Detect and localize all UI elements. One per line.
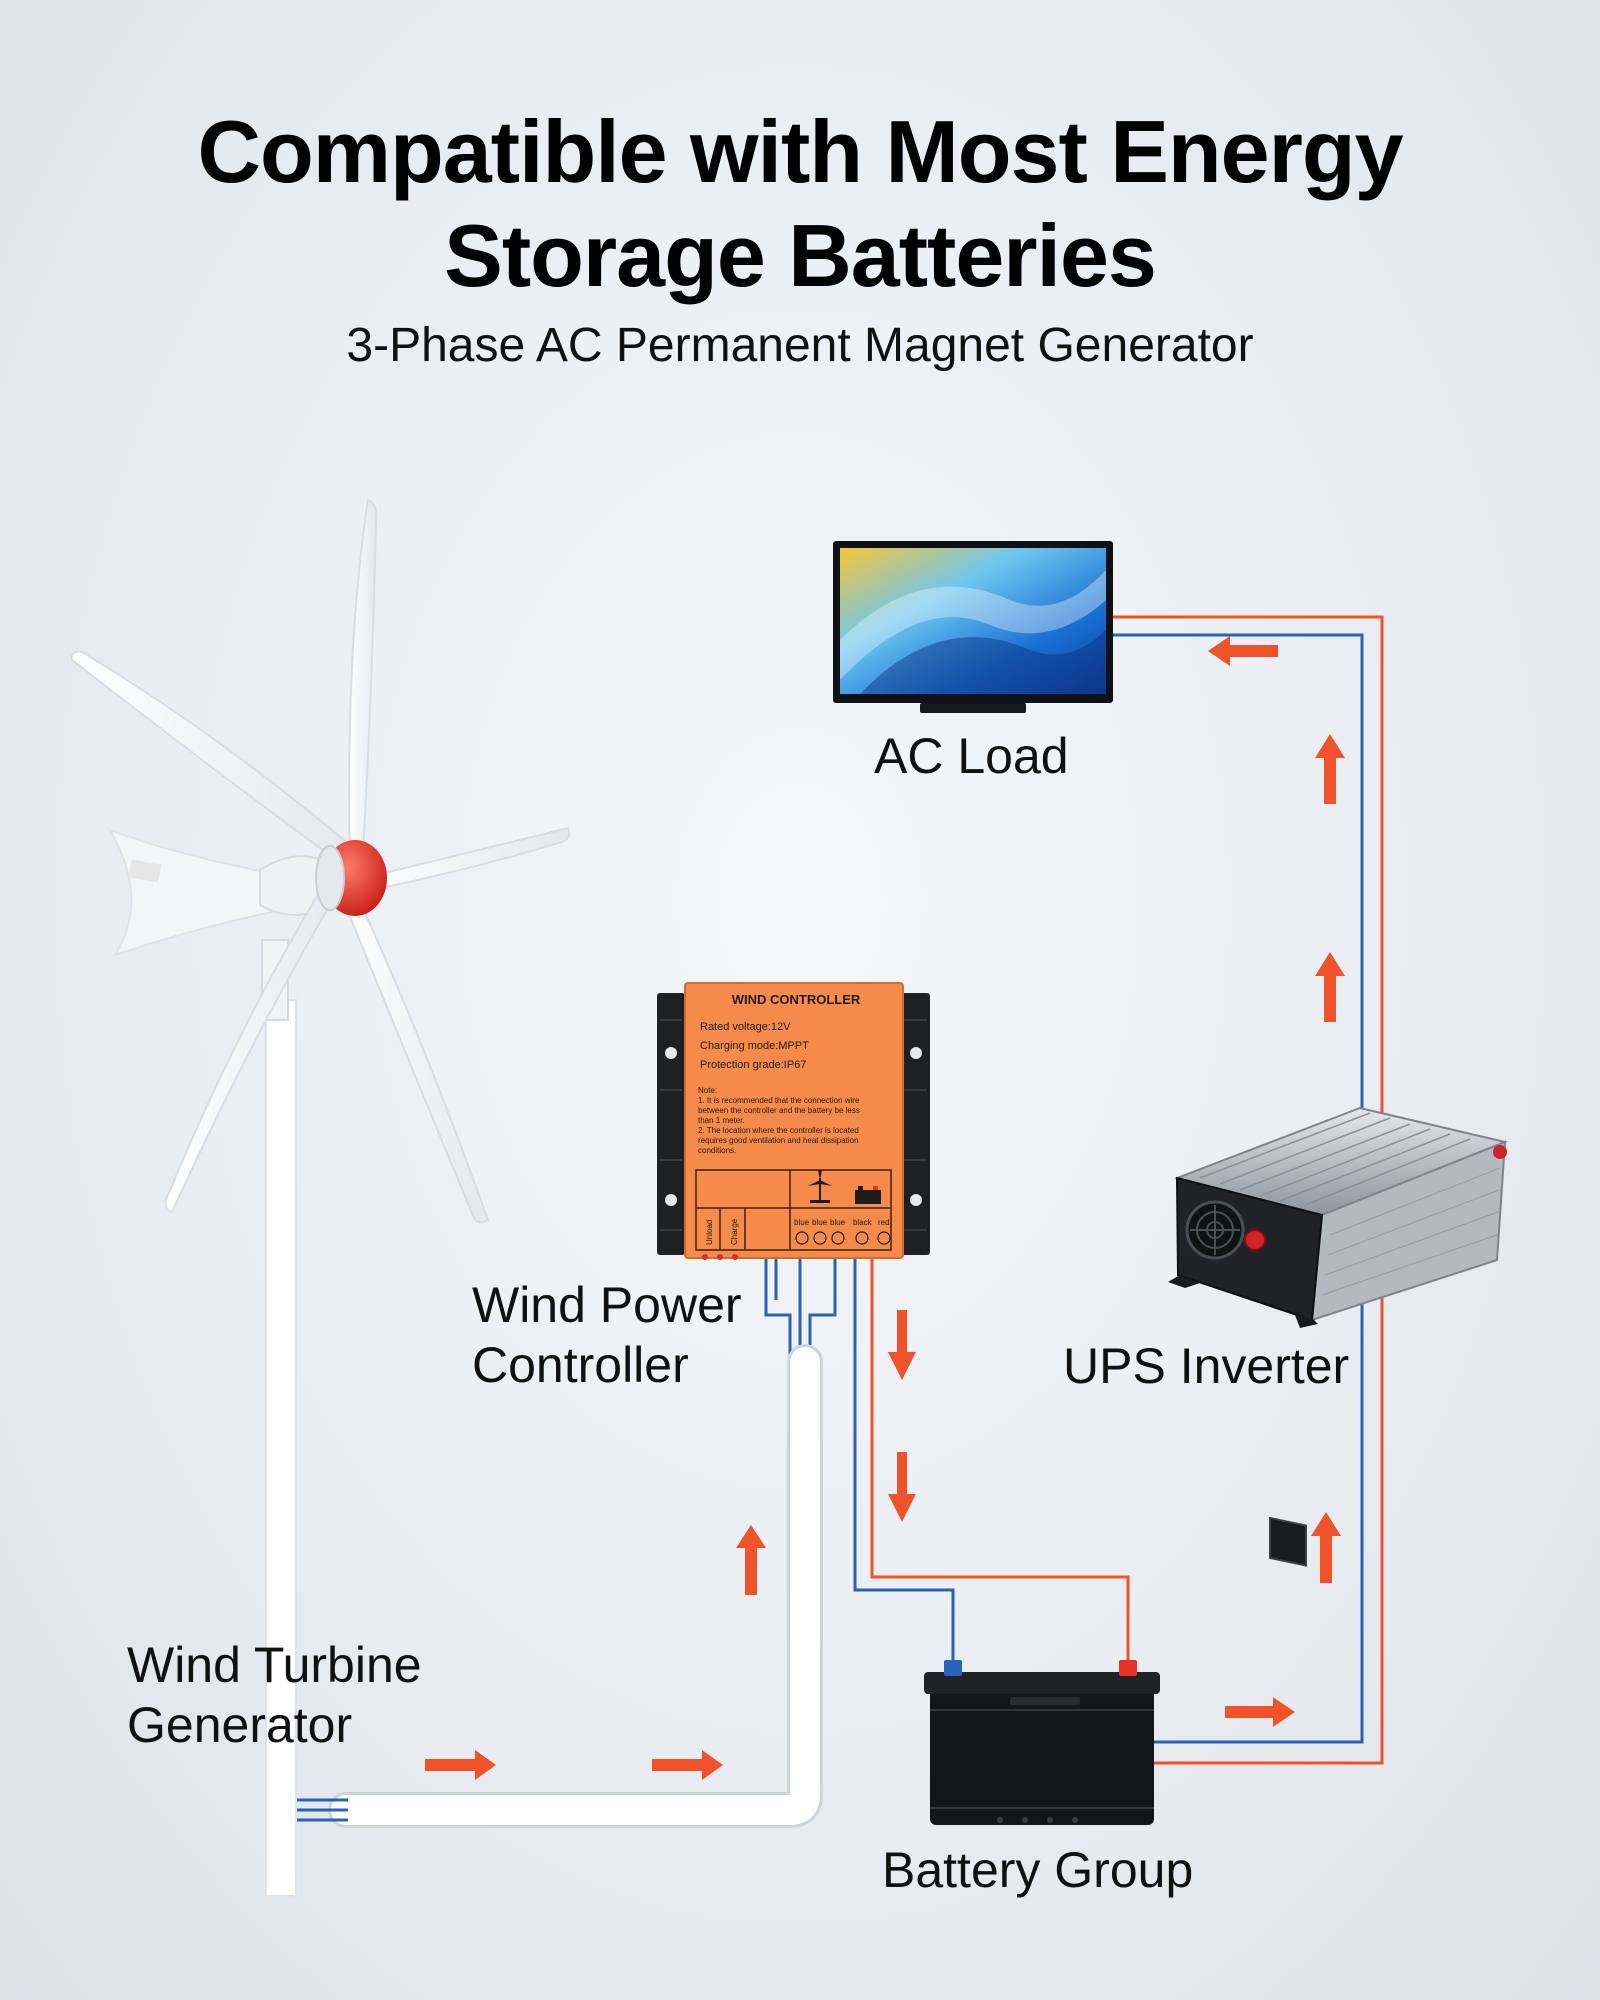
battery-group bbox=[924, 1660, 1160, 1825]
svg-text:blue: blue bbox=[794, 1218, 810, 1227]
controller-label-line-1: Wind Power bbox=[472, 1277, 742, 1333]
arrow-up-1 bbox=[1311, 1512, 1341, 1583]
svg-text:Charge: Charge bbox=[730, 1218, 739, 1245]
page-subtitle: 3-Phase AC Permanent Magnet Generator bbox=[346, 319, 1254, 372]
arrow-left-load bbox=[1208, 636, 1278, 666]
arrow-up-2 bbox=[1315, 952, 1345, 1022]
svg-text:Rated voltage:12V: Rated voltage:12V bbox=[700, 1021, 791, 1033]
svg-text:Protection grade:IP67: Protection grade:IP67 bbox=[700, 1059, 806, 1071]
battery-negative-terminal bbox=[944, 1660, 962, 1676]
svg-text:requires good ventilation and: requires good ventilation and heat dissi… bbox=[698, 1136, 859, 1145]
svg-text:between the controller and the: between the controller and the battery b… bbox=[698, 1106, 860, 1115]
page-title: Compatible with Most Energy Storage Batt… bbox=[0, 100, 1600, 308]
wind-turbine bbox=[70, 498, 571, 1897]
turbine-tail bbox=[107, 828, 311, 957]
inverter-label: UPS Inverter bbox=[1063, 1338, 1350, 1394]
arrow-up-conduit bbox=[736, 1525, 766, 1595]
svg-text:black: black bbox=[853, 1218, 873, 1227]
ups-inverter bbox=[1168, 1106, 1509, 1567]
battery-positive-terminal bbox=[1119, 1660, 1137, 1676]
svg-text:Note:: Note: bbox=[698, 1086, 717, 1095]
page-title-line-1: Compatible with Most Energy bbox=[197, 102, 1403, 201]
tv-stand bbox=[920, 703, 1026, 713]
arrow-down-2 bbox=[888, 1452, 916, 1522]
svg-text:conditions.: conditions. bbox=[698, 1146, 736, 1155]
turbine-pole bbox=[265, 999, 297, 1897]
turbine-label: Wind Turbine Generator bbox=[127, 1635, 422, 1755]
arrow-right-2 bbox=[652, 1750, 723, 1780]
arrow-right-1 bbox=[425, 1750, 496, 1780]
svg-text:red: red bbox=[878, 1218, 890, 1227]
ac-load-label: AC Load bbox=[874, 728, 1069, 784]
turbine-blades bbox=[70, 498, 571, 1224]
controller-title: WIND CONTROLLER bbox=[732, 992, 861, 1007]
svg-text:1. It is recommended that the: 1. It is recommended that the connection… bbox=[698, 1096, 860, 1105]
arrow-right-battery bbox=[1225, 1697, 1295, 1727]
turbine-label-line-1: Wind Turbine bbox=[127, 1637, 422, 1693]
svg-text:blue: blue bbox=[830, 1218, 846, 1227]
svg-text:than 1 meter.: than 1 meter. bbox=[698, 1116, 745, 1125]
controller-label: Wind Power Controller bbox=[472, 1275, 742, 1395]
ac-load-tv bbox=[833, 541, 1113, 713]
arrow-up-3 bbox=[1315, 734, 1345, 804]
flow-arrows bbox=[425, 636, 1345, 1780]
svg-text:2. The location where the cont: 2. The location where the controller is … bbox=[698, 1126, 859, 1135]
controller-battery-wires bbox=[853, 1252, 1130, 1660]
controller-label-line-2: Controller bbox=[472, 1337, 689, 1393]
turbine-cable-conduit bbox=[296, 1344, 823, 1828]
svg-text:Charging mode:MPPT: Charging mode:MPPT bbox=[700, 1040, 809, 1052]
controller-turbine-glyph bbox=[808, 1170, 832, 1203]
turbine-label-line-2: Generator bbox=[127, 1697, 353, 1753]
tv-screen bbox=[840, 548, 1106, 694]
controller-battery-glyph bbox=[855, 1186, 881, 1204]
battery-label: Battery Group bbox=[882, 1842, 1194, 1898]
battery-body bbox=[930, 1677, 1154, 1825]
svg-text:blue: blue bbox=[812, 1218, 828, 1227]
controller-body bbox=[684, 982, 904, 1259]
page-title-line-2: Storage Batteries bbox=[444, 206, 1157, 305]
negative-wire-controller bbox=[853, 1252, 955, 1660]
positive-wire-controller bbox=[870, 1252, 1130, 1660]
wind-controller: WIND CONTROLLER Rated voltage:12V Chargi… bbox=[657, 982, 930, 1260]
svg-text:Unload: Unload bbox=[705, 1220, 714, 1245]
arrow-down-1 bbox=[888, 1310, 916, 1380]
